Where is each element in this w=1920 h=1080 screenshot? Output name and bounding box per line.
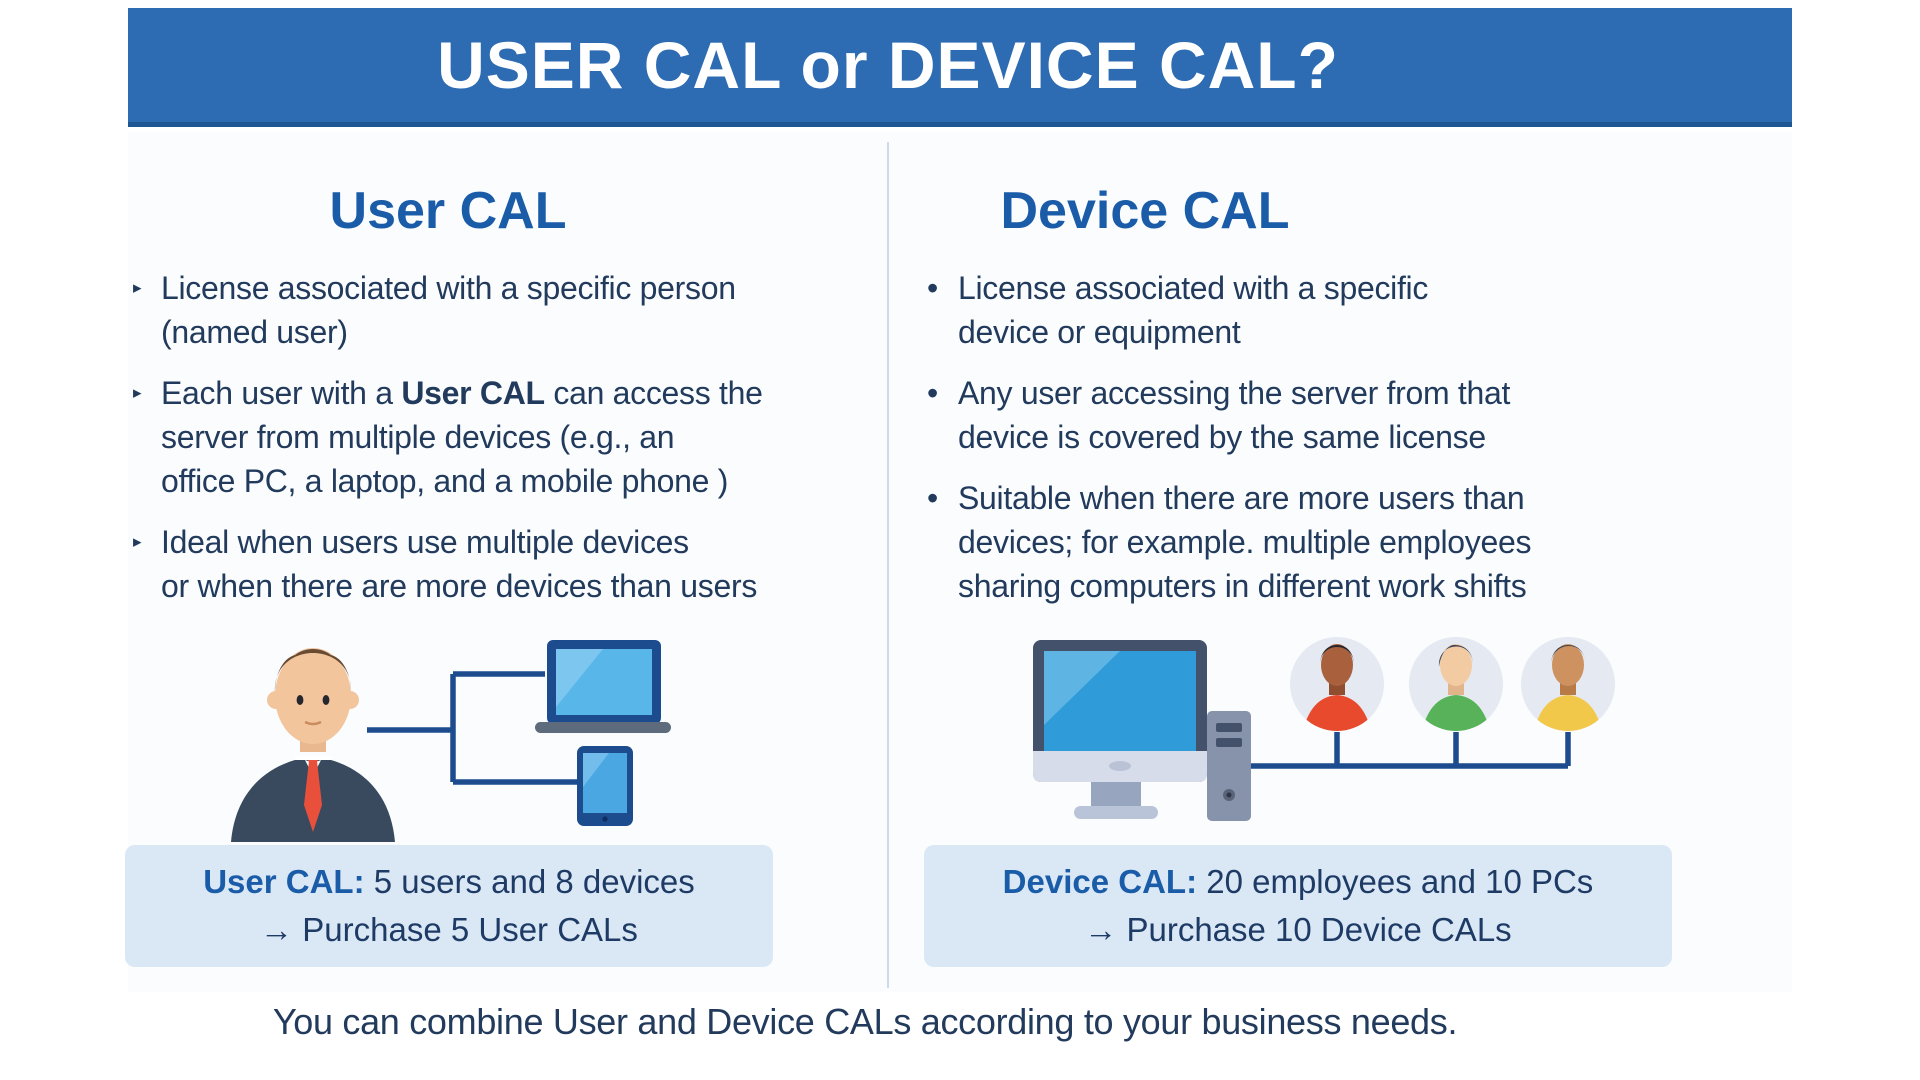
face <box>1552 644 1584 686</box>
dot-bullet-icon: • <box>927 480 938 516</box>
bullet-text-bold: User CAL <box>401 375 545 411</box>
example-line-2: → Purchase 5 User CALs <box>260 911 638 948</box>
pc-tower-icon <box>1207 711 1251 821</box>
footer-note-text: You can combine User and Device CALs acc… <box>272 1001 1458 1042</box>
device-cal-example-box: Device CAL: 20 employees and 10 PCs → Pu… <box>924 845 1672 967</box>
bullet-text: License associated with a specific perso… <box>161 270 736 350</box>
bullet-text: License associated with a specific devic… <box>958 270 1429 350</box>
device-cal-bullet-1: • License associated with a specific dev… <box>925 266 1665 354</box>
bullet-text-continued: server from multiple devices (e.g., an o… <box>161 419 729 499</box>
triangle-bullet-icon: ▸ <box>133 383 142 402</box>
device-cal-bullet-list: • License associated with a specific dev… <box>925 266 1665 625</box>
example-text: 20 employees and 10 PCs <box>1197 863 1594 900</box>
red-tie-front <box>304 761 322 832</box>
connector-lines <box>1251 732 1571 769</box>
example-text: 5 users and 8 devices <box>364 863 695 900</box>
example-label: Device CAL: <box>1002 863 1198 900</box>
user-cal-bullet-list: ▸ License associated with a specific per… <box>128 266 858 625</box>
laptop-icon <box>535 640 671 733</box>
user-avatar-green-icon <box>1409 637 1503 731</box>
dot-bullet-icon: • <box>927 270 938 306</box>
screen-sheen <box>556 649 603 707</box>
monitor-button <box>1109 761 1131 771</box>
example-line-1: User CAL: 5 users and 8 devices <box>125 858 773 906</box>
user-cal-bullet-3: ▸ Ideal when users use multiple devices … <box>128 520 858 608</box>
tower-slot <box>1216 723 1242 732</box>
bullet-text: Suitable when there are more users than … <box>958 480 1532 604</box>
user-cal-bullet-1: ▸ License associated with a specific per… <box>128 266 858 354</box>
user-cal-heading: User CAL <box>329 182 567 240</box>
user-cal-example-box: User CAL: 5 users and 8 devices → Purcha… <box>125 845 773 967</box>
device-cal-heading: Device CAL <box>1000 182 1290 240</box>
footer-note: You can combine User and Device CALs acc… <box>33 998 1697 1046</box>
user-avatar-yellow-icon <box>1521 637 1615 731</box>
user-avatar-orange-icon <box>1290 637 1384 731</box>
bullet-text: Any user accessing the server from that … <box>958 375 1511 455</box>
tablet-button <box>602 816 608 822</box>
dot-bullet-icon: • <box>927 375 938 411</box>
tower-power-dot <box>1226 792 1232 798</box>
shirt <box>1303 695 1371 731</box>
face <box>1321 644 1353 686</box>
column-divider <box>887 142 889 988</box>
monitor-base <box>1074 806 1158 819</box>
page-title: USER CAL or DEVICE CAL? <box>437 28 1339 102</box>
tower-slot <box>1216 738 1242 747</box>
eye <box>322 695 330 705</box>
user-devices-illustration <box>231 640 671 842</box>
example-label: User CAL: <box>203 863 365 900</box>
connector-lines <box>367 671 577 785</box>
triangle-bullet-icon: ▸ <box>133 532 142 551</box>
shirt <box>1534 695 1602 731</box>
face <box>1440 644 1472 686</box>
bullet-text: Each user with a User CAL can access the… <box>161 371 858 503</box>
device-cal-bullet-2: • Any user accessing the server from tha… <box>925 371 1665 459</box>
mouth <box>304 720 322 726</box>
laptop-base <box>535 722 671 733</box>
title-banner: USER CAL or DEVICE CAL? <box>128 8 1792 127</box>
example-line-2: → Purchase 10 Device CALs <box>1084 911 1512 948</box>
bullet-text-segment: can access the <box>544 375 763 411</box>
tablet-icon <box>577 746 633 826</box>
user-cal-bullet-2: ▸ Each user with a User CAL can access t… <box>128 371 858 503</box>
triangle-bullet-icon: ▸ <box>133 278 142 297</box>
monitor-screen <box>1044 651 1196 751</box>
eye <box>296 695 304 705</box>
example-line-1: Device CAL: 20 employees and 10 PCs <box>924 858 1672 906</box>
monitor-stand <box>1091 782 1141 808</box>
desktop-monitor-icon <box>1033 640 1207 819</box>
device-users-illustration <box>1033 637 1615 821</box>
screen-sheen <box>1044 651 1120 725</box>
device-cal-bullet-3: • Suitable when there are more users tha… <box>925 476 1665 608</box>
shirt <box>1422 695 1490 731</box>
face <box>275 648 351 744</box>
business-man-icon <box>231 648 395 842</box>
bullet-text: Ideal when users use multiple devices or… <box>161 524 758 604</box>
comparison-area: User CAL ▸ License associated with a spe… <box>125 132 1792 992</box>
bullet-text-segment: Each user with a <box>161 375 402 411</box>
screen-sheen <box>583 753 609 787</box>
